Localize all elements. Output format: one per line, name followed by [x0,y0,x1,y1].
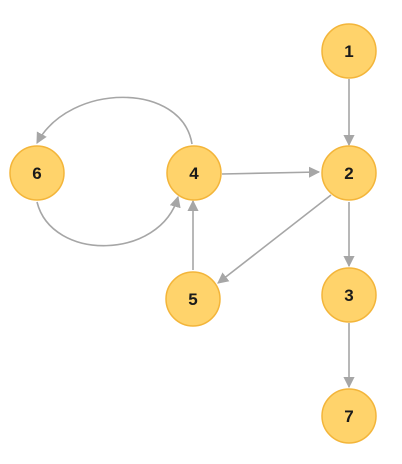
node-1-label: 1 [344,42,353,61]
edges-layer [36,79,355,389]
nodes-layer: 1 2 3 4 5 6 7 [9,23,377,444]
node-3: 3 [321,267,377,323]
node-6-circle [9,145,65,201]
node-3-label: 3 [344,286,353,305]
node-4-circle [166,145,222,201]
edge-2-to-5 [217,194,332,284]
edge-6-to-4 [36,195,181,247]
edge-4-to-6 [36,96,193,145]
node-1-circle [321,23,377,79]
node-6-label: 6 [32,164,41,183]
node-5: 5 [165,271,221,327]
node-2: 2 [321,145,377,201]
edge-4-to-2 [221,166,321,178]
node-7-label: 7 [344,407,353,426]
node-5-circle [165,271,221,327]
node-4: 4 [166,145,222,201]
node-6: 6 [9,145,65,201]
node-2-circle [321,145,377,201]
node-5-label: 5 [188,290,197,309]
node-7-circle [321,388,377,444]
node-7: 7 [321,388,377,444]
node-4-label: 4 [189,164,199,183]
node-3-circle [321,267,377,323]
node-2-label: 2 [344,164,353,183]
node-1: 1 [321,23,377,79]
